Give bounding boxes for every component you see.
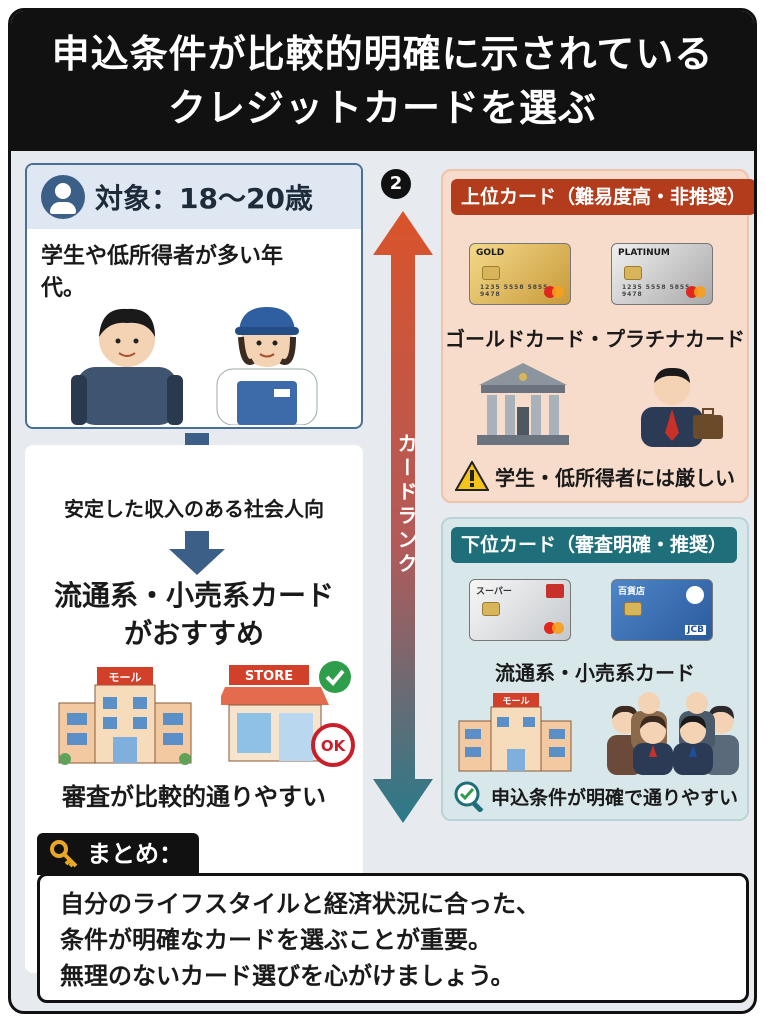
small-mall-sign: モール	[502, 696, 529, 707]
target-desc-line-2: 代。	[41, 276, 86, 301]
card-rank-label: カードランク	[394, 433, 418, 577]
warning-text: 学生・低所得者には厳しい	[495, 465, 735, 490]
platinum-card-number: 1235 5558 5855 9478	[622, 284, 691, 298]
summary-label-text: まとめ：	[87, 840, 183, 868]
step-number-badge: 2	[381, 169, 411, 199]
mall-building-icon: モール	[58, 667, 192, 765]
target-desc-line-1: 学生や低所得者が多い年	[41, 244, 284, 269]
students-illustration	[71, 307, 318, 425]
student-boy-icon	[71, 308, 183, 425]
people-group-icon	[607, 692, 739, 775]
note-text: 申込条件が明確で通りやすい	[491, 786, 739, 809]
recommend-line-1: 流通系・小売系カード	[53, 579, 334, 612]
key-icon	[50, 840, 78, 868]
warning-icon	[455, 461, 489, 491]
store-worker-icon	[216, 307, 318, 425]
target-header: 対象：18〜20歳	[27, 165, 361, 229]
double-arrow-icon	[373, 211, 433, 823]
infographic-frame: 申込条件が比較的明確に示されている クレジットカードを選ぶ 対象：18〜20歳 …	[8, 8, 757, 1014]
title-banner: 申込条件が比較的明確に示されている クレジットカードを選ぶ	[11, 11, 754, 151]
platinum-card-icon: PLATINUM 1235 5558 5855 9478	[611, 243, 713, 305]
summary-label: まとめ：	[37, 833, 199, 875]
store-sign: STORE	[245, 669, 293, 684]
warning-row: 学生・低所得者には厳しい	[455, 459, 735, 493]
check-icon	[319, 661, 351, 693]
magnifier-check-icon	[454, 781, 484, 812]
small-mall-icon: モール	[458, 693, 572, 772]
store-icon: STORE OK	[221, 661, 355, 767]
target-description: 学生や低所得者が多い年 代。	[27, 229, 361, 305]
recommend-line-2: がおすすめ	[123, 617, 264, 650]
summary-line-3: 無理のないカード選びを心がけましょう。	[60, 962, 515, 990]
title-line-2: クレジットカードを選ぶ	[167, 86, 597, 130]
lower-panel-tag: 下位カード（審査明確・推奨）	[451, 527, 738, 563]
gold-card-name: GOLD	[476, 248, 505, 258]
lower-cards-caption: 流通系・小売系カード	[495, 661, 695, 685]
upper-cards-caption: ゴールドカード・プラチナカード	[445, 327, 745, 351]
upper-panel-tag: 上位カード（難易度高・非推奨）	[451, 179, 754, 215]
left-conclusion: 審査が比較的通りやすい	[62, 783, 326, 811]
bank-building-icon	[477, 363, 569, 445]
user-icon	[41, 175, 85, 219]
title-line-1: 申込条件が比較的明確に示されている	[51, 32, 714, 76]
gold-card-number: 1235 5558 5855 9478	[480, 284, 549, 298]
summary-box: 自分のライフスタイルと経済状況に合った、 条件が明確なカードを選ぶことが重要。 …	[37, 873, 749, 1003]
platinum-card-name: PLATINUM	[618, 248, 670, 258]
department-store-card-icon: 百貨店 JCB	[611, 579, 713, 641]
supermarket-card-icon: スーパー	[469, 579, 571, 641]
target-panel: 対象：18〜20歳 学生や低所得者が多い年 代。	[25, 163, 363, 429]
mall-sign: モール	[109, 671, 142, 684]
department-card-name: 百貨店	[618, 587, 646, 597]
down-arrow-2-icon	[169, 531, 225, 575]
summary-line-2: 条件が明確なカードを選ぶことが重要。	[60, 926, 492, 954]
target-heading: 対象：18〜20歳	[95, 182, 313, 215]
card-rank-axis: 2 カードランク	[373, 163, 433, 823]
summary-line-1: 自分のライフスタイルと経済状況に合った、	[60, 890, 540, 918]
upper-card-panel: 上位カード（難易度高・非推奨） GOLD 1235 5558 5855 9478…	[441, 169, 754, 503]
supermarket-card-name: スーパー	[476, 587, 512, 597]
businessman-icon	[641, 367, 723, 447]
gold-card-icon: GOLD 1235 5558 5855 9478	[469, 243, 571, 305]
ok-badge-text: OK	[321, 737, 347, 755]
ok-badge-icon	[311, 723, 355, 767]
note-row: 申込条件が明確で通りやすい	[453, 779, 738, 813]
jcb-label: JCB	[685, 625, 706, 635]
lower-card-panel: 下位カード（審査明確・推奨） スーパー 百貨店 JCB 流通系・小売系カード モ…	[441, 517, 749, 821]
flow-income-text: 安定した収入のある社会人向	[64, 497, 324, 521]
